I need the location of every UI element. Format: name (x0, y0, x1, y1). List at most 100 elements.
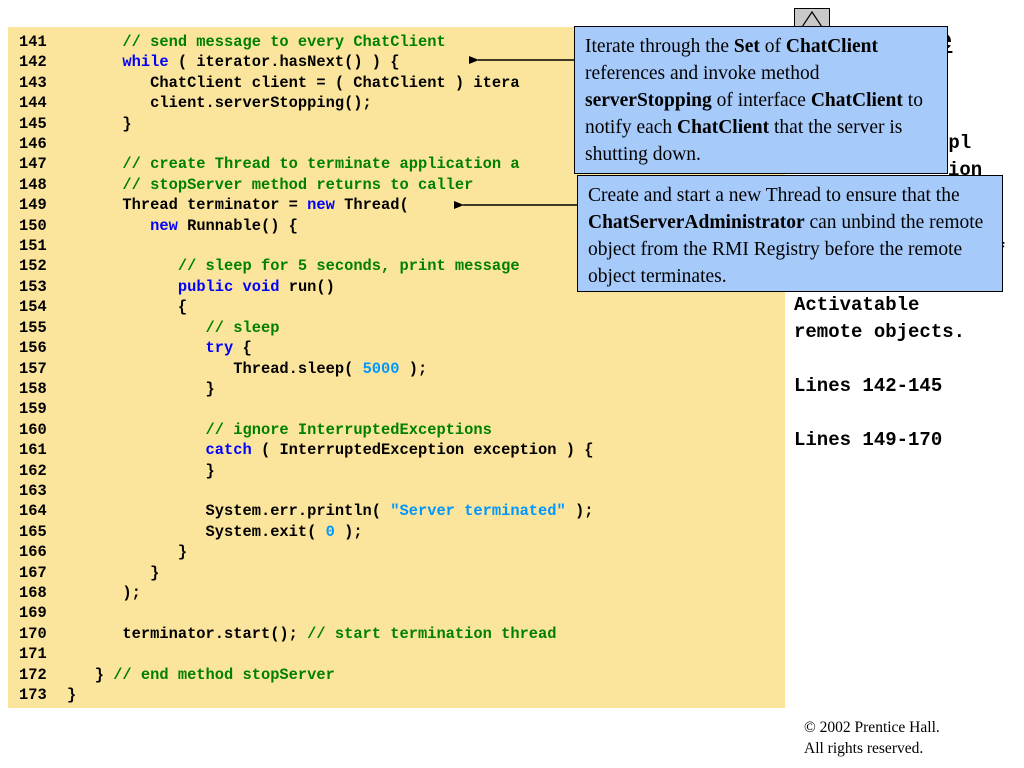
code-line: 171 (8, 644, 593, 664)
code-token: ( iterator.hasNext() ) { (168, 53, 400, 72)
callout-text: Set (733, 36, 760, 57)
line-number: 143 (19, 73, 47, 92)
code-token: // start termination thread (307, 624, 557, 643)
line-number: 141 (19, 33, 47, 51)
callout-text: ChatClient (785, 36, 878, 57)
line-number: 158 (19, 379, 47, 398)
line-number: 154 (19, 298, 47, 317)
code-token: catch (205, 441, 252, 460)
line-number: 157 (19, 359, 47, 378)
code-token: // stopServer method returns to caller (122, 175, 474, 194)
code-token: void (242, 277, 280, 296)
code-token: ChatClient client = ( ChatClient ) itera (67, 73, 520, 92)
code-token: System.exit( (67, 522, 326, 541)
line-number: 167 (19, 563, 47, 582)
line-number: 165 (19, 522, 47, 541)
code-token: ); (334, 522, 363, 541)
code-token: client.serverStopping(); (67, 94, 372, 113)
code-token: // sleep (205, 318, 280, 337)
code-token: run() (279, 277, 335, 296)
line-number: 144 (19, 94, 47, 113)
callout-text: ChatClient (677, 117, 770, 138)
code-line: 141 // send message to every ChatClient (8, 32, 593, 52)
code-token: } (67, 543, 188, 562)
callout-text: references and invoke method (585, 63, 820, 84)
line-number: 146 (19, 135, 47, 154)
line-number: 145 (19, 114, 47, 133)
callout-text: that the server is shutting down. (585, 117, 903, 165)
code-token: try (205, 339, 234, 358)
callout-text: of (759, 36, 786, 57)
copyright-line-1: © 2002 Prentice Hall. (804, 719, 940, 736)
code-line: 165 System.exit( 0 ); (8, 522, 593, 542)
code-line: 173} (8, 685, 593, 705)
code-line: 166 } (8, 542, 593, 562)
code-line: 146 (8, 134, 593, 154)
code-token: // sleep for 5 seconds, print message (177, 257, 520, 276)
code-token: new (307, 196, 335, 215)
line-number: 155 (19, 318, 47, 337)
code-token: // ignore InterruptedExceptions (205, 420, 492, 439)
code-token: Thread.sleep( (67, 359, 363, 378)
code-line: 160 // ignore InterruptedExceptions (8, 420, 593, 440)
line-number: 164 (19, 502, 47, 521)
code-line: 155 // sleep (8, 318, 593, 338)
code-token: while (122, 53, 169, 72)
code-token: ); (399, 359, 428, 378)
code-token: System.err.println( (67, 502, 391, 521)
line-number: 169 (19, 604, 47, 623)
code-line: 150 new Runnable() { (8, 216, 593, 236)
code-token: } (67, 461, 215, 480)
code-line: 168 ); (8, 583, 593, 603)
line-number: 147 (19, 155, 47, 174)
copyright-notice: © 2002 Prentice Hall. All rights reserve… (804, 717, 940, 759)
code-token: // create Thread to terminate applicatio… (122, 155, 520, 174)
code-token: } (67, 686, 77, 704)
code-line: 159 (8, 399, 593, 419)
callout-text: serverStopping (585, 90, 712, 111)
up-nav-button[interactable] (794, 8, 830, 30)
code-token: { (233, 339, 252, 358)
code-token: { (67, 298, 188, 317)
callout-text: to notify each (585, 90, 923, 138)
code-token: Thread terminator = (67, 196, 308, 215)
code-line: 163 (8, 481, 593, 501)
line-number: 166 (19, 543, 47, 562)
callout-text: Iterate through the (585, 36, 734, 57)
line-number: 152 (19, 257, 47, 276)
code-token: ); (565, 502, 594, 521)
code-token: // send message to every ChatClient (122, 33, 446, 51)
line-number: 148 (19, 175, 47, 194)
code-line: 167 } (8, 563, 593, 583)
code-line: 151 (8, 236, 593, 256)
code-token: Thread( (334, 196, 409, 215)
code-line: 162 } (8, 461, 593, 481)
line-number: 149 (19, 196, 47, 215)
code-line: 153 public void run() (8, 277, 593, 297)
side-note-line: Activatable (794, 294, 920, 316)
copyright-line-2: All rights reserved. (804, 740, 924, 757)
line-number: 142 (19, 53, 47, 72)
line-number: 161 (19, 441, 47, 460)
callout-text: can unbind the remote object from the RM… (588, 212, 984, 287)
code-token: terminator.start(); (67, 624, 308, 643)
line-number: 160 (19, 420, 47, 439)
code-token: Runnable() { (177, 216, 298, 235)
code-token: 0 (325, 522, 335, 541)
line-number: 156 (19, 339, 47, 358)
line-number: 168 (19, 583, 47, 602)
callout-text: of interface (711, 90, 811, 111)
line-number: 150 (19, 216, 47, 235)
code-line: 152 // sleep for 5 seconds, print messag… (8, 256, 593, 276)
code-token: } (67, 114, 132, 133)
line-number: 171 (19, 645, 47, 664)
code-line: 147 // create Thread to terminate applic… (8, 154, 593, 174)
code-line: 158 } (8, 379, 593, 399)
line-number: 159 (19, 400, 47, 419)
side-note-line: Lines 149-170 (794, 429, 943, 451)
code-line: 143 ChatClient client = ( ChatClient ) i… (8, 73, 593, 93)
code-line: 157 Thread.sleep( 5000 ); (8, 359, 593, 379)
code-line: 145 } (8, 114, 593, 134)
